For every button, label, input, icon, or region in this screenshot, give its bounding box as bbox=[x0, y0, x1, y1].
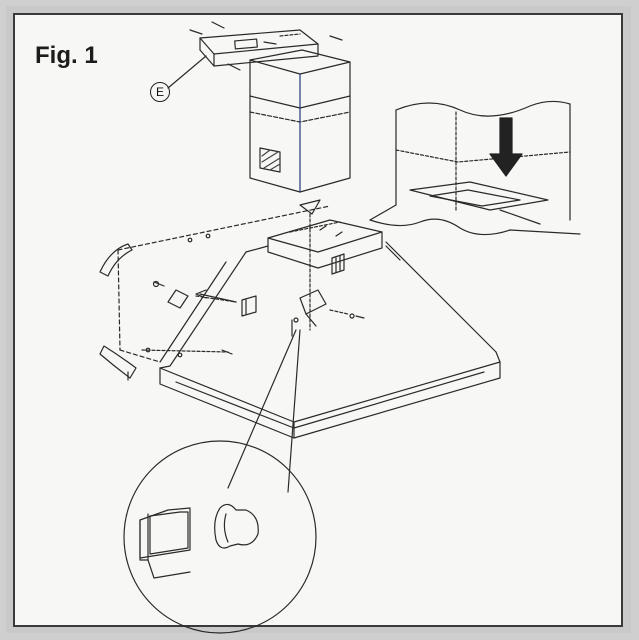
callout-e-leader bbox=[167, 55, 207, 89]
zoom-leader-right bbox=[287, 329, 301, 493]
zoom-leader-left bbox=[227, 329, 297, 489]
detail-knob-icon bbox=[214, 503, 259, 549]
figure-title: Fig. 1 bbox=[35, 42, 98, 69]
vent-grille bbox=[259, 147, 281, 173]
left-bracket-bottom bbox=[99, 345, 137, 381]
figure-panel bbox=[13, 13, 623, 627]
detail-clip bbox=[139, 507, 191, 579]
chimney-cover bbox=[249, 49, 351, 193]
wall-plate bbox=[117, 205, 331, 363]
center-bracket bbox=[291, 289, 327, 337]
detail-circle bbox=[123, 440, 317, 634]
side-fixing bbox=[141, 280, 365, 355]
inset-wall-duct bbox=[369, 100, 581, 236]
arrow-to-knob bbox=[195, 289, 237, 303]
down-arrow-icon bbox=[489, 117, 523, 177]
callout-e-label: E bbox=[150, 82, 170, 102]
left-bracket-top bbox=[99, 243, 133, 277]
ceiling-bracket bbox=[189, 21, 343, 71]
hood-top bbox=[267, 199, 383, 331]
hood-body bbox=[159, 241, 501, 439]
